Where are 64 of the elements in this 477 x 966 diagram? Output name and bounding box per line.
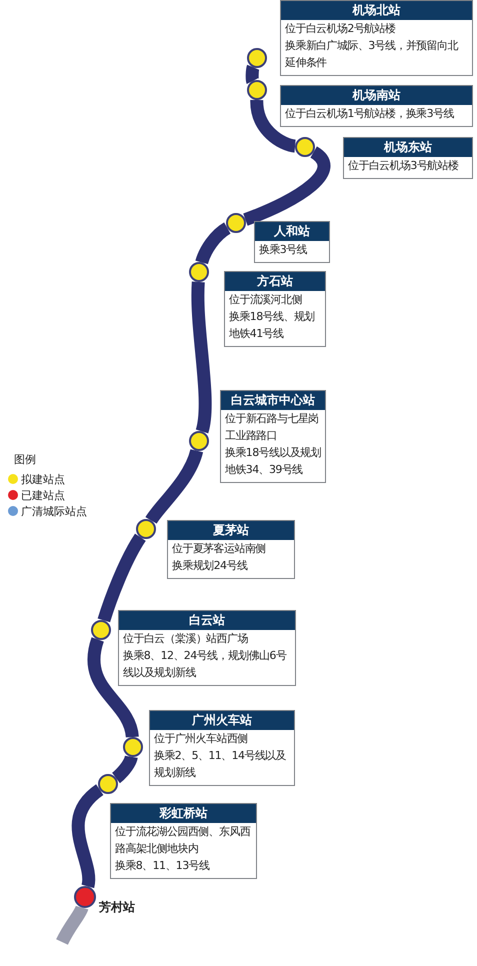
station-dot: [123, 737, 143, 757]
metro-line: [98, 534, 146, 622]
legend-text: 广清城际站点: [21, 504, 87, 519]
legend-text: 拟建站点: [21, 472, 65, 487]
station-name-header: 彩虹桥站: [111, 804, 256, 823]
station-dot: [189, 262, 209, 282]
station-description: 换乘18号线、规划地铁41号线: [228, 309, 316, 342]
metro-line: [112, 755, 138, 784]
station-description: 位于白云机场3号航站楼: [347, 158, 460, 174]
station-description: 位于夏茅客运站南侧: [171, 541, 267, 557]
station-name-header: 机场南站: [281, 86, 472, 105]
info-card: [224, 271, 326, 347]
info-card: [343, 137, 473, 179]
metro-line: [195, 222, 231, 264]
station-description: 位于白云（棠溪）站西广场: [122, 631, 249, 647]
station-description: 位于流溪河北侧: [228, 292, 303, 308]
metro-line: [56, 905, 88, 945]
metro-line: [146, 448, 203, 524]
station-description: 换乘18号线以及规划地铁34、39号线: [224, 445, 322, 478]
station-dot: [247, 80, 267, 100]
station-name-header: 方石站: [225, 272, 325, 291]
station-name-header: 白云城市中心站: [221, 391, 325, 410]
station-description: 换乘新白广城际、3号线，并预留向北延伸条件: [284, 38, 460, 71]
station-name-header: 白云站: [119, 611, 295, 630]
station-description: 位于广州火车站西侧: [153, 731, 249, 747]
station-name-header: 人和站: [255, 222, 329, 241]
station-description: 位于白云机场2号航站楼: [284, 21, 396, 37]
station-dot: [189, 431, 209, 451]
station-description: 换乘8、11、13号线: [114, 858, 210, 874]
station-dot: [74, 886, 96, 908]
station-description: 换乘规划24号线: [171, 558, 248, 574]
info-card: [254, 221, 330, 263]
station-description: 换乘8、12、24号线，规划佛山6号线以及规划新线: [122, 648, 288, 681]
legend-text: 已建站点: [21, 488, 65, 503]
station-dot: [247, 48, 267, 68]
info-card: [280, 85, 473, 127]
station-description: 位于流花湖公园西侧、东风西路高架北侧地块内: [114, 824, 252, 857]
metro-line: [87, 638, 139, 738]
info-card: [118, 610, 296, 686]
info-card: [167, 520, 295, 579]
station-dot: [226, 213, 246, 233]
station-dot: [98, 774, 118, 794]
station-name-header: 夏茅站: [168, 521, 294, 540]
station-description: 换乘3号线: [258, 242, 308, 258]
station-name-header: 广州火车站: [150, 711, 294, 730]
station-description: 换乘2、5、11、14号线以及规划新线: [153, 748, 287, 781]
station-label: 芳村站: [99, 899, 135, 916]
station-name-header: 机场东站: [344, 138, 472, 157]
station-dot: [295, 137, 315, 157]
metro-line: [250, 100, 296, 153]
metro-line: [72, 784, 104, 888]
metro-line: [243, 146, 330, 226]
station-description: 位于新石路与七星岗工业路路口: [224, 411, 320, 444]
metro-line: [191, 282, 212, 433]
info-card: [280, 0, 473, 76]
info-card: [149, 710, 295, 786]
metro-line: [246, 66, 260, 82]
station-description: 位于白云机场1号航站楼，换乘3号线: [284, 106, 455, 122]
info-card: [110, 803, 257, 879]
station-name-header: 机场北站: [281, 1, 472, 20]
station-dot: [136, 519, 156, 539]
legend-title: 图例: [14, 452, 36, 467]
info-card: [220, 390, 326, 483]
station-dot: [91, 620, 111, 640]
